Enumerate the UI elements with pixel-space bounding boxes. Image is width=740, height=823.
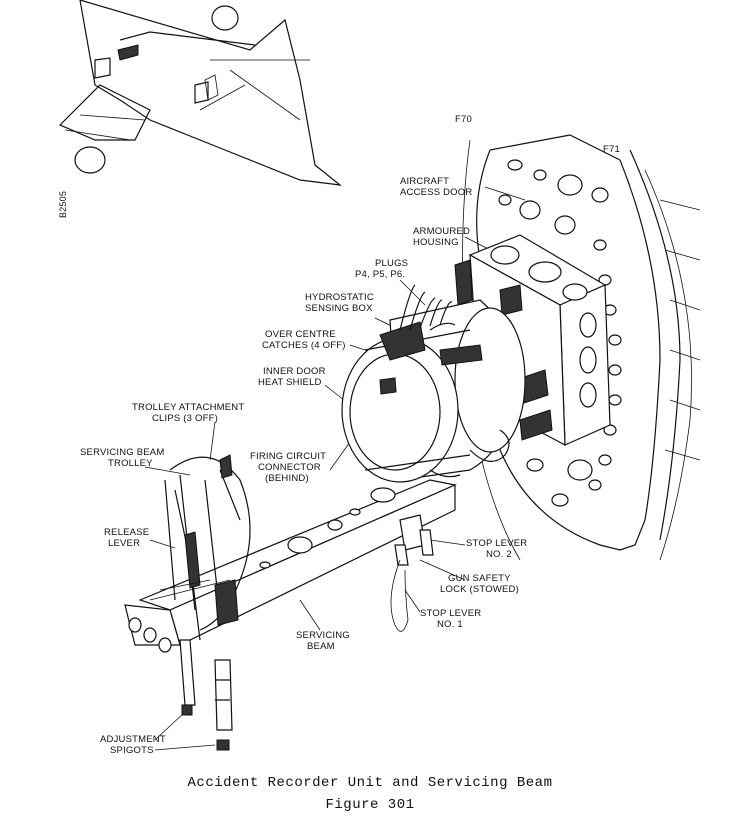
inner-door-heat-shield-label-line1: INNER DOOR	[263, 366, 326, 377]
hydrostatic-sensing-box-label-line2: SENSING BOX	[305, 303, 373, 314]
gun-safety-lock-label-line2: LOCK (STOWED)	[440, 584, 519, 595]
aircraft-inset-drawing	[58, 0, 343, 186]
plugs-label-line2: P4, P5, P6.	[355, 269, 405, 280]
aircraft-reference-label: B2505	[58, 191, 68, 218]
stop-lever-no2-label-line2: NO. 2	[486, 549, 512, 560]
release-lever-label-line1: RELEASE	[104, 527, 149, 538]
servicing-beam-label-line1: SERVICING	[296, 630, 350, 641]
frame-f71-label: F71	[603, 144, 620, 155]
aircraft-access-door-label-line2: ACCESS DOOR	[400, 187, 472, 198]
plugs-label-line1: PLUGS	[375, 258, 408, 269]
trolley-attachment-clips-label-line1: TROLLEY ATTACHMENT	[132, 402, 244, 413]
firing-circuit-connector-label-line3: (BEHIND)	[265, 473, 309, 484]
stop-lever-no2-label-line1: STOP LEVER	[466, 538, 527, 549]
servicing-beam-trolley	[149, 454, 251, 641]
aircraft-access-door-label-line1: AIRCRAFT	[400, 176, 449, 187]
callout-labels: B2505 F70 F71 AIRCRAFT ACCESS DOOR ARMOU…	[58, 114, 620, 756]
servicing-beam-label-line2: BEAM	[307, 641, 335, 652]
figure-caption-title: Accident Recorder Unit and Servicing Bea…	[187, 775, 553, 791]
gun-safety-lock-label-line1: GUN SAFETY	[448, 573, 511, 584]
over-centre-catches-label-line2: CATCHES (4 OFF)	[262, 340, 346, 351]
armoured-housing-label-line2: HOUSING	[413, 237, 459, 248]
trolley-attachment-clips-label-line2: CLIPS (3 OFF)	[152, 413, 218, 424]
inner-door-heat-shield	[349, 353, 441, 471]
hydrostatic-sensing-box-label-line1: HYDROSTATIC	[305, 292, 374, 303]
servicing-beam-trolley-label-line1: SERVICING BEAM	[80, 447, 164, 458]
figure-number: Figure 301	[325, 797, 415, 813]
adjustment-spigots-label-line2: SPIGOTS	[110, 745, 154, 756]
adjustment-spigots-label-line1: ADJUSTMENT	[100, 734, 166, 745]
over-centre-catches-label-line1: OVER CENTRE	[265, 329, 336, 340]
release-lever-label-line2: LEVER	[108, 538, 140, 549]
inner-door-heat-shield-label-line2: HEAT SHIELD	[258, 377, 322, 388]
accident-recorder-unit	[341, 284, 526, 483]
servicing-beam-trolley-label-line2: TROLLEY	[108, 458, 153, 469]
stop-lever-no1-label-line2: NO. 1	[437, 619, 463, 630]
servicing-beam	[124, 479, 457, 751]
stop-levers-and-gun-safety-lock	[390, 514, 434, 632]
firing-circuit-connector-label-line2: CONNECTOR	[258, 462, 321, 473]
frame-f70-label: F70	[455, 114, 472, 125]
armoured-housing-label-line1: ARMOURED	[413, 226, 470, 237]
stop-lever-no1-label-line1: STOP LEVER	[420, 608, 481, 619]
firing-circuit-connector-label-line1: FIRING CIRCUIT	[250, 451, 326, 462]
